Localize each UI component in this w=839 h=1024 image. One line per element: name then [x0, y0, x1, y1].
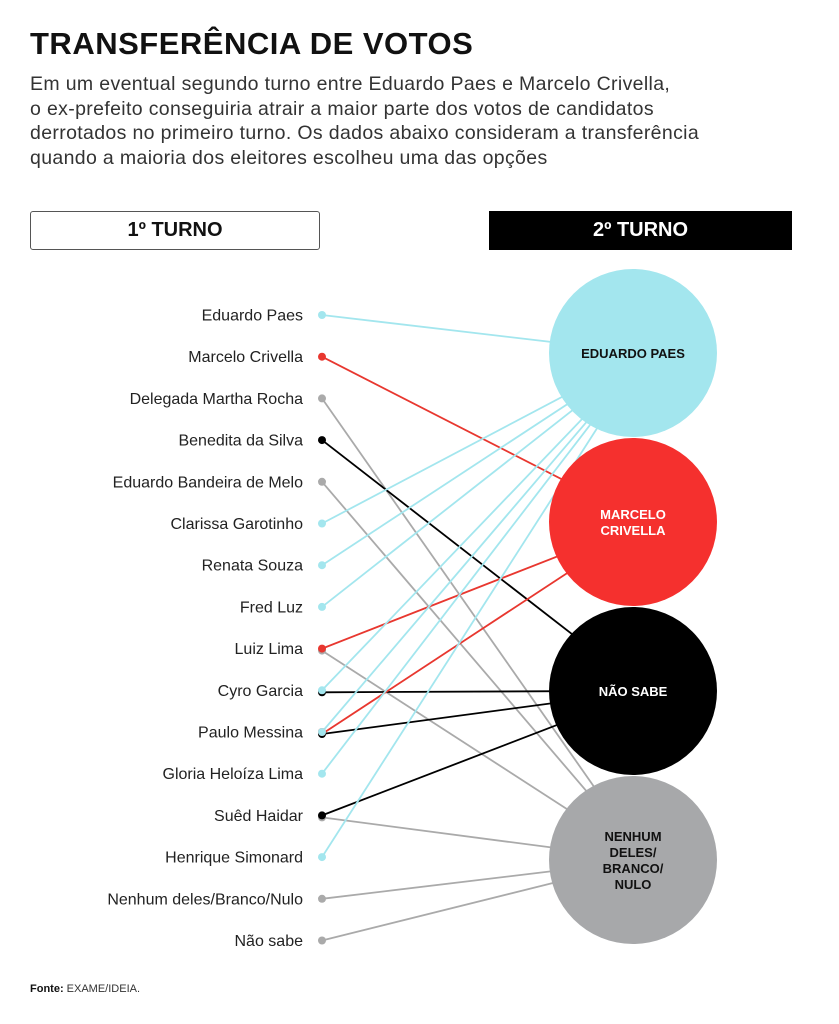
candidate-name: Gloria Heloíza Lima	[163, 766, 304, 783]
second-round-header: 2º TURNO	[489, 211, 792, 250]
candidate-name: Clarissa Garotinho	[171, 516, 304, 533]
candidate-name: Fred Luz	[240, 599, 303, 616]
intro-line: o ex-prefeito conseguiria atrair a maior…	[30, 97, 654, 120]
first-round-header: 1º TURNO	[30, 211, 320, 250]
candidate-dot	[318, 519, 326, 528]
candidate-dot	[318, 436, 326, 445]
target-label: MARCELO	[600, 507, 666, 522]
target-circle	[549, 269, 717, 437]
target-nao_sabe: NÃO SABE	[549, 607, 717, 775]
candidate-dot	[318, 769, 326, 778]
candidate-name: Nenhum deles/Branco/Nulo	[107, 891, 303, 908]
candidate-name: Renata Souza	[202, 558, 304, 575]
transfer-line-nenhum	[321, 481, 614, 823]
transfer-line-nenhum	[321, 397, 614, 815]
candidate-dot	[318, 811, 326, 820]
transfer-line-paes	[321, 377, 614, 608]
candidate-dot	[318, 644, 326, 653]
candidate-dot	[318, 686, 326, 695]
candidate-dot	[318, 477, 326, 486]
target-label: EDUARDO PAES	[581, 346, 685, 361]
source-note: Fonte: EXAME/IDEIA.	[30, 983, 140, 995]
transfer-line-crivella	[321, 542, 614, 735]
transfer-line-paes	[321, 394, 614, 775]
intro-line: derrotados no primeiro turno. Os dados a…	[30, 122, 700, 144]
candidate-name: Paulo Messina	[198, 725, 303, 742]
candidate-name: Delegada Martha Rocha	[130, 391, 304, 408]
target-label: NÃO SABE	[599, 684, 668, 699]
intro-line: Em um eventual segundo turno entre Eduar…	[30, 73, 671, 95]
candidate-name: Henrique Simonard	[165, 850, 303, 867]
intro-line: quando a maioria dos eleitores escolheu …	[30, 146, 548, 169]
target-circle	[549, 776, 717, 944]
transfer-line-nao_sabe	[321, 439, 614, 667]
transfer-line-paes	[321, 390, 614, 733]
candidate-dot	[318, 394, 326, 403]
candidate-name: Cyro Garcia	[218, 683, 303, 700]
candidate-name: Eduardo Paes	[202, 308, 303, 325]
candidate-dot	[318, 894, 326, 903]
intro-text: Em um eventual segundo turno entre Eduar…	[30, 72, 699, 170]
candidate-dot	[318, 561, 326, 570]
candidate-dot	[318, 352, 326, 361]
candidate-name: Não sabe	[235, 933, 304, 950]
target-circle	[549, 438, 717, 606]
target-label: CRIVELLA	[601, 523, 667, 538]
candidate-name: Benedita da Silva	[178, 433, 303, 450]
candidate-name: Suêd Haidar	[214, 808, 304, 825]
target-label: BRANCO/	[603, 861, 664, 876]
target-paes: EDUARDO PAES	[549, 269, 717, 437]
candidate-dot	[318, 602, 326, 611]
candidate-dot	[318, 853, 326, 862]
target-circle	[549, 607, 717, 775]
target-label: NENHUM	[604, 829, 661, 844]
candidate-dot	[318, 311, 326, 319]
candidate-dot	[318, 728, 326, 736]
source-label: Fonte:	[30, 983, 64, 995]
page-title: TRANSFERÊNCIA DE VOTOS	[30, 26, 474, 61]
target-label: DELES/	[610, 845, 657, 860]
candidate-dot	[318, 936, 326, 945]
transfer-line-nenhum	[321, 649, 614, 840]
candidate-name: Marcelo Crivella	[188, 349, 303, 366]
source-text: EXAME/IDEIA.	[66, 983, 141, 995]
transfer-line-paes	[321, 373, 614, 566]
target-label: NULO	[615, 877, 652, 892]
candidate-name: Luiz Lima	[235, 641, 304, 658]
candidate-name: Eduardo Bandeira de Melo	[113, 474, 303, 491]
transfer-line-paes	[321, 386, 614, 691]
